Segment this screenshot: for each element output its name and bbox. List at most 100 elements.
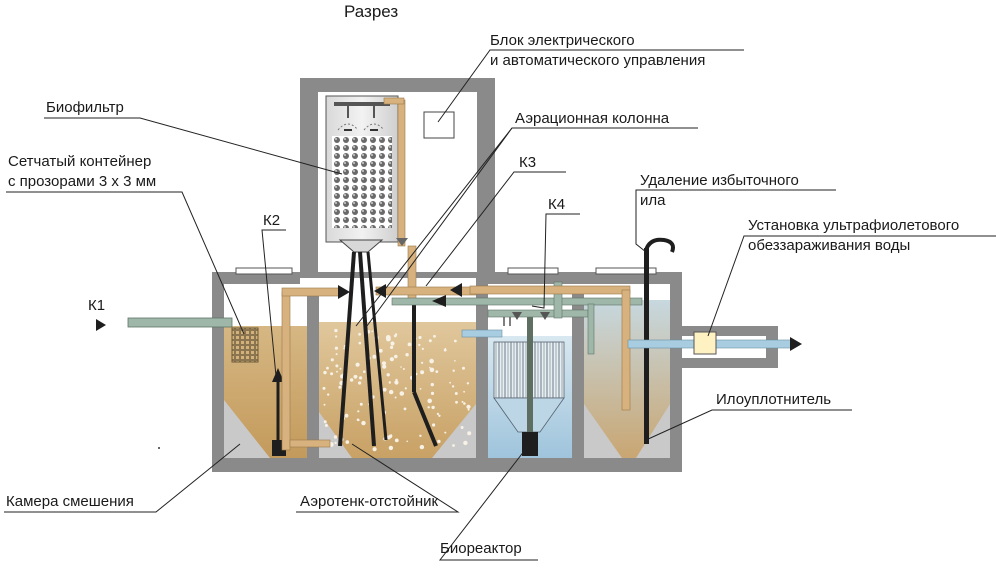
k3-green-pipe (391, 297, 643, 306)
label-thickener: Илоуплотнитель (716, 391, 831, 408)
bubble (390, 345, 394, 349)
label-k3: К3 (519, 154, 536, 171)
bubble (432, 423, 436, 427)
leader-mesh (6, 191, 245, 335)
biofilter-feed-pipe (397, 99, 406, 247)
top-slab-right (488, 272, 682, 284)
bubble (389, 357, 394, 362)
bubble (419, 444, 425, 450)
bubble (463, 440, 468, 446)
bubble (394, 354, 398, 359)
bubble (428, 339, 432, 343)
bubble (404, 387, 407, 390)
bubble (390, 341, 395, 346)
left-outer-wall (212, 272, 224, 472)
bubble (405, 353, 409, 357)
bubble (371, 330, 374, 333)
mixing-chamber-equipment (96, 285, 350, 456)
bubble (381, 361, 387, 366)
mesh-container (231, 327, 259, 363)
bubble (454, 360, 456, 362)
leader-bioreactor (438, 445, 538, 561)
bubble (454, 339, 457, 343)
bubble (403, 407, 407, 411)
bubble (361, 420, 366, 426)
bubble (467, 408, 470, 411)
bubble (356, 418, 360, 422)
feed-valve (396, 238, 408, 246)
biofilter-funnel (338, 239, 384, 253)
bubble (452, 444, 455, 447)
bioreactor-outlet-base (522, 432, 538, 456)
aeration-column-left (338, 251, 356, 447)
bubble (444, 431, 447, 434)
bubble (388, 445, 394, 451)
partition-wall-2 (476, 272, 488, 460)
bubble (435, 370, 439, 373)
bubble (407, 342, 412, 347)
bubble (323, 370, 327, 375)
bubble (330, 358, 334, 362)
thickener-equipment (587, 237, 802, 444)
biofilter-media (332, 136, 392, 228)
bubble (386, 373, 390, 377)
bubble (334, 441, 337, 445)
sprinkler-bar (334, 102, 390, 106)
tower-roof (300, 78, 495, 92)
bubble (394, 381, 399, 385)
bubble (335, 335, 338, 338)
leader-thickener (645, 409, 852, 441)
bubble (420, 370, 425, 375)
leader-k2 (261, 229, 286, 377)
outlet-box-bottom (682, 358, 778, 368)
bubble (443, 348, 447, 352)
bubble (406, 440, 409, 443)
bubble (418, 343, 421, 347)
bubble (322, 386, 326, 390)
bubble (466, 382, 470, 385)
bubble (429, 358, 434, 364)
bubble (336, 370, 338, 373)
tank-contents (224, 300, 670, 458)
bubble (394, 438, 399, 443)
bubble (326, 366, 329, 370)
bubble (467, 431, 472, 436)
bubble (395, 378, 398, 382)
spray-tick-2 (370, 129, 378, 131)
leader-mixing (4, 443, 241, 513)
leader-biofilter (44, 117, 343, 175)
label-k4: К4 (548, 196, 565, 213)
bubble (323, 403, 326, 406)
label-mesh-2: с прозорами 3 х 3 мм (8, 173, 156, 190)
aeration-column-center (358, 251, 376, 447)
bubble (421, 347, 424, 350)
bubble (460, 426, 464, 429)
k3-green-arrow (432, 295, 446, 307)
leader-k4 (531, 213, 580, 309)
bubble (359, 376, 363, 380)
bubble (355, 362, 360, 367)
bubble (438, 414, 441, 417)
bubble (334, 346, 338, 350)
leader-uv (707, 235, 996, 337)
label-aerotank: Аэротенк-отстойник (300, 493, 439, 510)
bubble (330, 372, 334, 376)
discharge-arrow (790, 337, 802, 351)
bubble (463, 402, 466, 405)
label-mesh-1: Сетчатый контейнер (8, 153, 151, 170)
label-k1: К1 (88, 297, 105, 314)
sludge-transfer-arrow (450, 283, 462, 297)
bubble (437, 439, 441, 444)
bubble (345, 440, 350, 444)
section-title: Разрез (344, 2, 398, 21)
biofilter-feed-top (383, 97, 405, 105)
bubble (418, 335, 422, 340)
label-aeration-column: Аэрационная колонна (515, 110, 670, 127)
leader-k3 (425, 171, 566, 287)
transfer-arrow (338, 285, 350, 299)
k4-distribution-pipe (487, 309, 589, 318)
leader-aerotank (296, 443, 460, 513)
bubble (357, 410, 360, 413)
